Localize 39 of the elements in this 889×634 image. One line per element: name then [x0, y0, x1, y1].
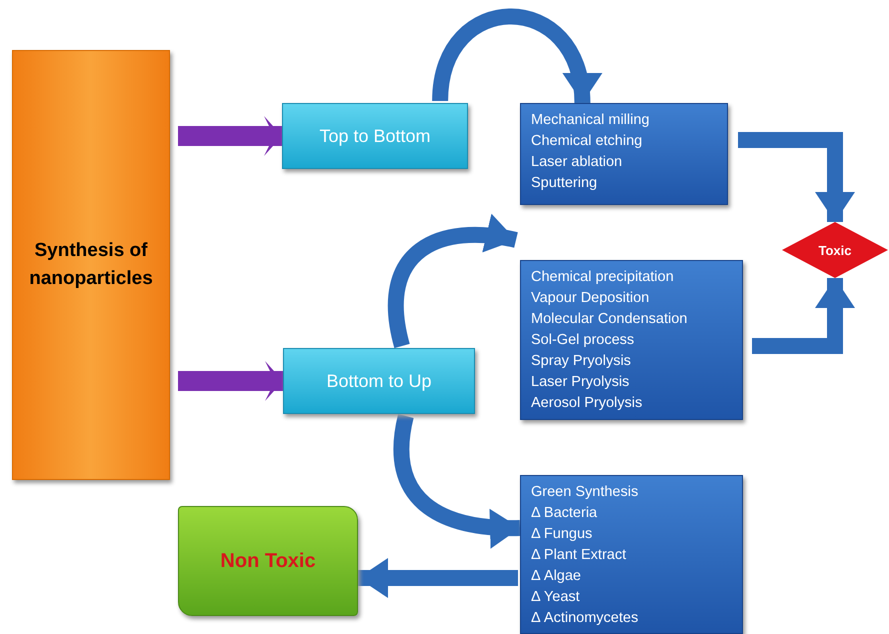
arrow	[178, 361, 283, 401]
list-box	[520, 475, 743, 634]
list-item: Δ Actinomycetes	[531, 609, 640, 628]
list-item: Sputtering	[531, 174, 598, 193]
node-label: Top to Bottom	[319, 126, 431, 146]
list-item: Δ Fungus	[531, 525, 594, 544]
arrow	[752, 278, 855, 354]
list-item: Chemical precipitation	[531, 268, 675, 287]
list-box	[520, 103, 728, 205]
process-box	[12, 50, 170, 480]
node-label: Toxic	[818, 242, 852, 258]
node-label: Synthesis of nanoparticles	[28, 239, 154, 291]
list-item: Δ Bacteria	[531, 504, 598, 523]
process-box	[283, 348, 475, 414]
list-item: Sol-Gel process	[531, 331, 636, 350]
list-item: Vapour Deposition	[531, 289, 650, 308]
process-box	[282, 103, 468, 169]
list-item: Molecular Condensation	[531, 310, 688, 329]
arrow	[432, 8, 600, 104]
arrow	[738, 132, 855, 222]
arrow	[388, 214, 518, 348]
arrow	[394, 414, 520, 548]
list-item: Spray Pryolysis	[531, 352, 632, 371]
list-item: Mechanical milling	[531, 111, 650, 130]
scroll-banner	[178, 506, 358, 616]
node-label: Bottom to Up	[326, 370, 432, 392]
list-item: Laser Pryolysis	[531, 373, 630, 392]
list-item: Laser ablation	[531, 153, 624, 172]
list-item: Chemical etching	[531, 132, 644, 151]
list-item: Δ Algae	[531, 567, 582, 586]
arrow	[178, 116, 282, 156]
list-item: Δ Yeast	[531, 588, 581, 607]
list-item: Aerosol Pryolysis	[531, 394, 644, 413]
list-box	[520, 260, 743, 420]
list-item: Δ Plant Extract	[531, 546, 628, 565]
node-label: Non Toxic	[220, 550, 316, 572]
list-item: Green Synthesis	[531, 483, 640, 502]
arrow	[358, 558, 518, 598]
decision-diamond	[782, 222, 888, 278]
